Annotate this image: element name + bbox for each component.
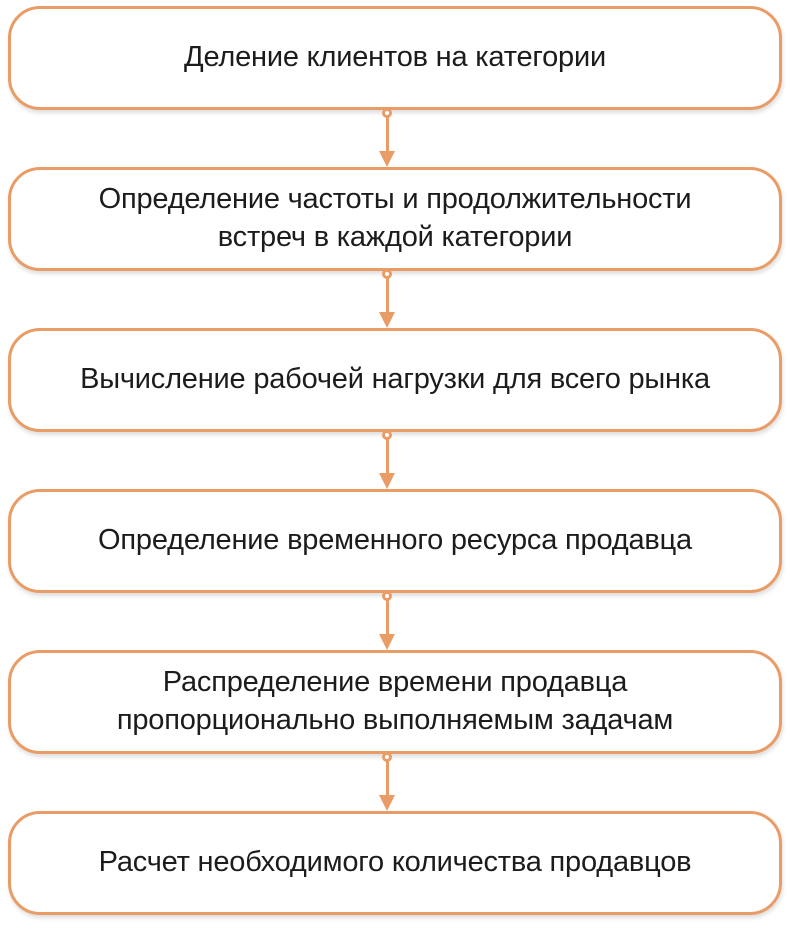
connector-1-2 — [8, 108, 782, 167]
arrow-down-icon — [379, 151, 395, 167]
connector-line — [385, 600, 389, 634]
flow-step-1: Деление клиентов на категории — [8, 6, 782, 110]
flow-step-4: Определение временного ресурса продавца — [8, 489, 782, 593]
connector-circle-icon — [382, 108, 392, 118]
flow-step-2-label: Определение частоты и продолжительности … — [98, 183, 692, 253]
flow-step-4-label: Определение временного ресурса продавца — [98, 524, 692, 557]
flow-step-2: Определение частоты и продолжительности … — [8, 167, 782, 271]
connector-circle-icon — [382, 430, 392, 440]
connector-4-5-shape — [379, 591, 395, 650]
connector-line — [385, 439, 389, 473]
flow-step-6: Расчет необходимого количества продавцов — [8, 811, 782, 915]
connector-circle-icon — [382, 752, 392, 762]
flow-step-3: Вычисление рабочей нагрузки для всего ры… — [8, 328, 782, 432]
connector-line — [385, 278, 389, 312]
arrow-down-icon — [379, 795, 395, 811]
connector-5-6-shape — [379, 752, 395, 811]
arrow-down-icon — [379, 473, 395, 489]
connector-3-4-shape — [379, 430, 395, 489]
flow-step-1-label: Деление клиентов на категории — [184, 41, 606, 74]
flow-step-6-label: Расчет необходимого количества продавцов — [98, 846, 692, 879]
arrow-down-icon — [379, 312, 395, 328]
connector-3-4 — [8, 430, 782, 489]
connector-4-5 — [8, 591, 782, 650]
flow-step-3-label: Вычисление рабочей нагрузки для всего ры… — [80, 363, 710, 396]
arrow-down-icon — [379, 634, 395, 650]
connector-line — [385, 761, 389, 795]
connector-2-3-shape — [379, 269, 395, 328]
flow-step-5: Распределение времени продавца пропорцио… — [8, 650, 782, 754]
connector-circle-icon — [382, 591, 392, 601]
flow-step-5-label: Распределение времени продавца пропорцио… — [116, 666, 674, 736]
connector-line — [385, 117, 389, 151]
connector-2-3 — [8, 269, 782, 328]
connector-5-6 — [8, 752, 782, 811]
connector-1-2-shape — [379, 108, 395, 167]
connector-circle-icon — [382, 269, 392, 279]
